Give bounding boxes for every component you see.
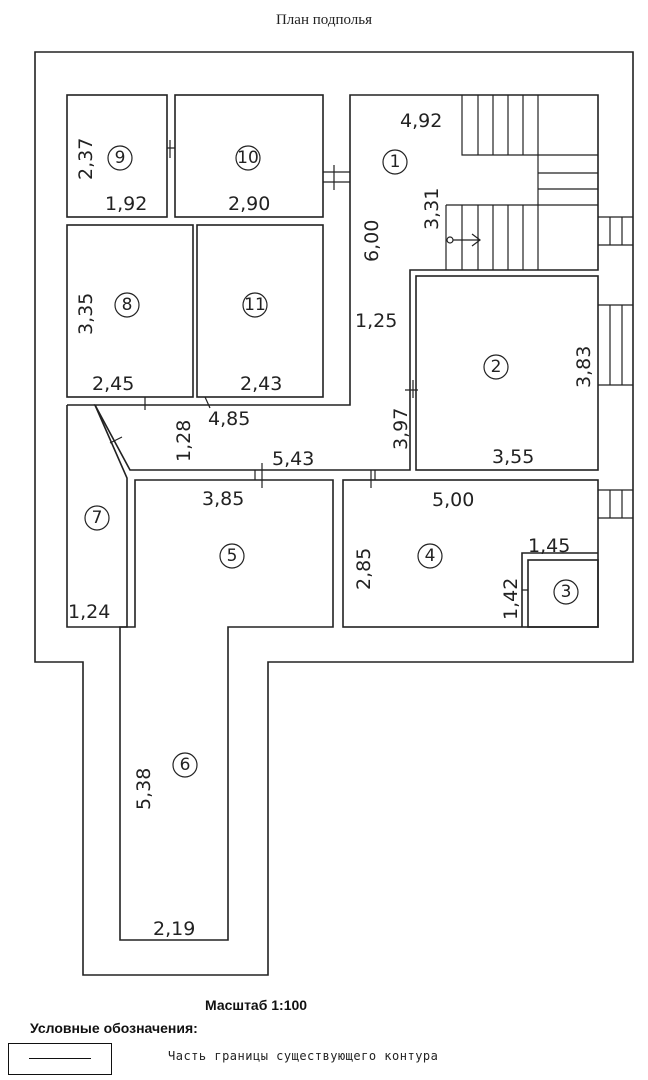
svg-text:5: 5 [227, 546, 238, 566]
svg-text:1,45: 1,45 [528, 535, 570, 557]
svg-text:3,85: 3,85 [202, 488, 244, 510]
legend-title: Условные обозначения: [30, 1020, 198, 1036]
svg-text:3,97: 3,97 [390, 408, 412, 450]
room-6-label: 6 [172, 752, 198, 778]
svg-text:4,85: 4,85 [208, 408, 250, 430]
room-9-label: 9 [107, 145, 133, 171]
plan-title: План подполья [275, 12, 373, 28]
svg-text:3,83: 3,83 [573, 346, 595, 388]
svg-text:7: 7 [92, 508, 103, 528]
scale-label: Масштаб 1:100 [205, 997, 308, 1013]
svg-text:5,00: 5,00 [432, 489, 474, 511]
room-7-label: 7 [84, 505, 110, 531]
dimensions: 4,92 3,31 6,00 1,25 3,83 3,97 3,55 1,45 … [68, 110, 595, 940]
svg-text:3: 3 [561, 582, 572, 602]
room-3-label: 3 [553, 579, 579, 605]
room-1-label: 1 [382, 149, 408, 175]
svg-text:1,42: 1,42 [500, 578, 522, 620]
svg-text:2,45: 2,45 [92, 373, 134, 395]
svg-text:3,55: 3,55 [492, 446, 534, 468]
room-11-label: 11 [242, 292, 268, 318]
stair-start-icon [446, 236, 454, 244]
svg-text:10: 10 [237, 148, 259, 168]
svg-text:5,38: 5,38 [133, 768, 155, 810]
floor-plan: 1 2 3 4 5 6 7 8 9 10 11 4,92 3,31 6,00 1… [34, 51, 634, 976]
svg-text:1,28: 1,28 [173, 420, 195, 462]
room-8-label: 8 [114, 292, 140, 318]
svg-text:6,00: 6,00 [361, 220, 383, 262]
doors [109, 140, 528, 591]
room-10-label: 10 [235, 145, 261, 171]
room-2-label: 2 [483, 354, 509, 380]
room-5-label: 5 [219, 543, 245, 569]
svg-text:2,19: 2,19 [153, 918, 195, 940]
room-4-label: 4 [417, 543, 443, 569]
svg-text:3,31: 3,31 [421, 188, 443, 230]
svg-text:1,92: 1,92 [105, 193, 147, 215]
svg-text:8: 8 [122, 295, 133, 315]
svg-text:11: 11 [244, 295, 266, 315]
svg-text:1: 1 [390, 152, 401, 172]
svg-text:4: 4 [425, 546, 436, 566]
walls [34, 51, 634, 976]
svg-text:4,92: 4,92 [400, 110, 442, 132]
legend-solid-line-symbol [8, 1043, 112, 1075]
stair-direction-arrow-icon [453, 233, 481, 247]
svg-text:2,85: 2,85 [353, 548, 375, 590]
svg-text:2,90: 2,90 [228, 193, 270, 215]
svg-text:2,43: 2,43 [240, 373, 282, 395]
legend-item-label: Часть границы существующего контура [168, 1049, 439, 1063]
svg-text:2,37: 2,37 [75, 138, 97, 180]
svg-text:2: 2 [491, 357, 502, 377]
svg-text:6: 6 [180, 755, 191, 775]
svg-text:5,43: 5,43 [272, 448, 314, 470]
svg-text:9: 9 [115, 148, 126, 168]
svg-text:3,35: 3,35 [75, 293, 97, 335]
svg-text:1,24: 1,24 [68, 601, 110, 623]
stairs [445, 95, 633, 519]
svg-text:1,25: 1,25 [355, 310, 397, 332]
room-numbers: 1 2 3 4 5 6 7 8 9 10 11 [84, 145, 579, 778]
